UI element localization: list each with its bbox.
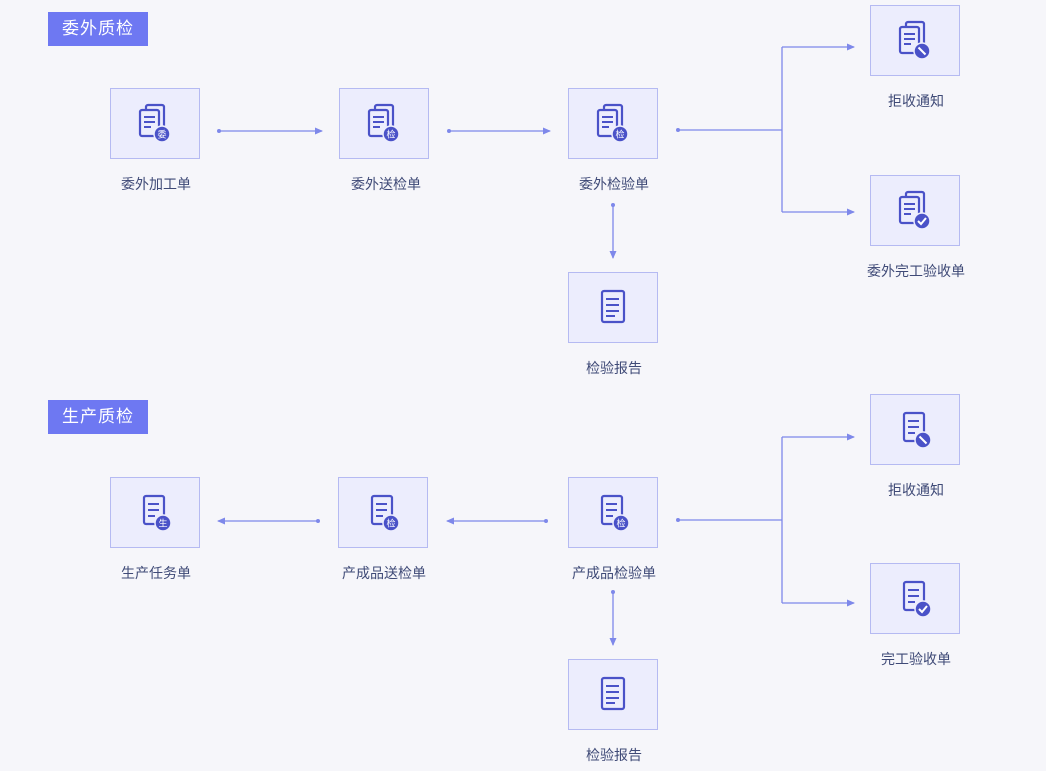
section-title-production-qc: 生产质检	[48, 400, 148, 434]
svg-text:委: 委	[157, 129, 166, 141]
node-box: 检	[339, 88, 429, 159]
document-badge-icon: 检	[600, 494, 630, 532]
document-badge-icon: 生	[142, 494, 172, 532]
node-box	[568, 272, 658, 343]
node-label: 生产任务单	[121, 566, 191, 582]
node-label: 检验报告	[586, 361, 642, 377]
document-check-icon	[898, 190, 931, 230]
connector-dot	[611, 590, 615, 594]
svg-text:检: 检	[386, 518, 395, 530]
node-box	[568, 659, 658, 730]
connector-dot	[447, 129, 451, 133]
node-label: 委外完工验收单	[867, 264, 965, 280]
document-forbidden-icon	[898, 20, 931, 60]
svg-text:检: 检	[386, 129, 395, 141]
connector-dot	[544, 519, 548, 523]
document-badge-icon: 检	[596, 103, 629, 143]
connector-dot	[217, 129, 221, 133]
node-label: 产成品送检单	[342, 566, 426, 582]
svg-text:生: 生	[158, 518, 167, 530]
node-label: 委外加工单	[121, 177, 191, 193]
document-badge-icon: 委	[138, 103, 171, 143]
node-box: 检	[338, 477, 428, 548]
document-badge-icon: 检	[370, 494, 400, 532]
section-title-outsourced-qc: 委外质检	[48, 12, 148, 46]
node-box	[870, 563, 960, 634]
connector-dot	[676, 518, 680, 522]
node-box: 检	[568, 88, 658, 159]
document-icon	[600, 289, 626, 324]
node-box	[870, 5, 960, 76]
connector-dot	[316, 519, 320, 523]
document-check-icon	[902, 580, 932, 618]
document-forbidden-icon	[902, 411, 932, 449]
connector-dot	[676, 128, 680, 132]
svg-text:检: 检	[616, 518, 625, 530]
node-label: 委外检验单	[579, 177, 649, 193]
svg-text:检: 检	[615, 129, 624, 141]
node-label: 拒收通知	[888, 483, 944, 499]
node-label: 拒收通知	[888, 94, 944, 110]
document-badge-icon: 检	[367, 103, 400, 143]
node-box: 委	[110, 88, 200, 159]
node-label: 完工验收单	[881, 652, 951, 668]
node-label: 委外送检单	[351, 177, 421, 193]
node-box	[870, 394, 960, 465]
node-box	[870, 175, 960, 246]
document-icon	[600, 676, 626, 711]
node-label: 产成品检验单	[572, 566, 656, 582]
node-label: 检验报告	[586, 748, 642, 764]
connector-dot	[611, 203, 615, 207]
node-box: 检	[568, 477, 658, 548]
node-box: 生	[110, 477, 200, 548]
